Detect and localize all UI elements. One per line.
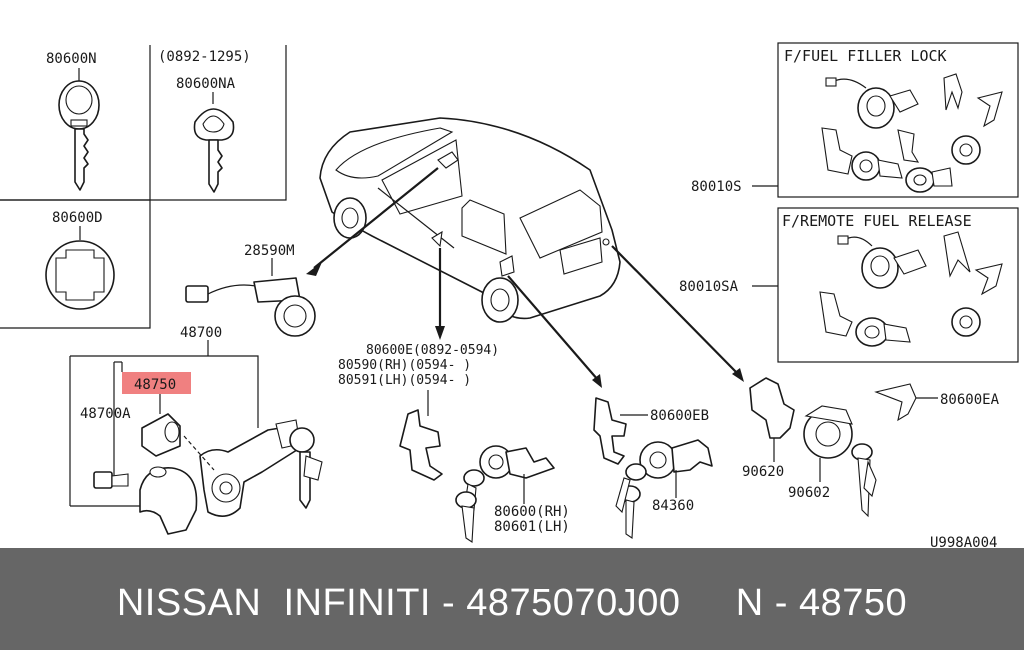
clamp [139, 466, 198, 535]
label-28590M: 28590M [244, 243, 295, 259]
label-80600-RH: 80600(RH) [494, 504, 570, 520]
label-80010SA: 80010SA [679, 279, 739, 295]
trunk-cylinder [803, 405, 877, 518]
rear-lock-group: 80600EA 90620 90602 [742, 377, 1000, 518]
label-48750: 48750 [134, 377, 176, 393]
door-retainer [399, 409, 443, 481]
door-lock-group: 80600E(0892-0594) 80590(RH)(0594- ) 8059… [338, 343, 570, 543]
label-80600NA: 80600NA [176, 76, 236, 92]
panel-fuel-filler-lock: F/FUEL FILLER LOCK [777, 42, 1019, 198]
back-door-group: 80600EB 84360 [593, 397, 713, 539]
label-48700: 48700 [180, 325, 222, 341]
remote-fuel-release-frame [777, 207, 1019, 363]
label-period-0892-1295: (0892-1295) [158, 49, 251, 65]
back-door-retainer [593, 397, 627, 465]
label-80600N: 80600N [46, 51, 97, 67]
fuel-filler-lock-frame [777, 42, 1019, 198]
key-80600N-drawing [58, 68, 100, 191]
label-90620: 90620 [742, 464, 784, 480]
fuel-filler-lock-title: F/FUEL FILLER LOCK [784, 47, 947, 65]
key-boxes: 80600N (0892-1295) 80600NA 80600D [0, 45, 287, 329]
diagram-code: U998A004 [930, 535, 997, 548]
part-number-banner: NISSAN INFINITI - 4875070J00 N - 48750 [0, 548, 1024, 650]
label-90602: 90602 [788, 485, 830, 501]
key-80600NA-drawing [193, 92, 235, 193]
steering-lock-body [183, 419, 301, 517]
label-80591-LH: 80591(LH)(0594- ) [338, 373, 471, 388]
back-door-cylinder [615, 439, 713, 539]
remote-fuel-release-title: F/REMOTE FUEL RELEASE [782, 212, 972, 230]
label-80600EB: 80600EB [650, 408, 709, 424]
label-80600E: 80600E(0892-0594) [366, 343, 499, 358]
label-80010S: 80010S [691, 179, 742, 195]
label-80601-LH: 80601(LH) [494, 519, 570, 535]
lock-cylinder-48750 [141, 413, 181, 457]
part-number-text: NISSAN INFINITI - 4875070J00 N - 48750 [116, 582, 908, 624]
bolt [93, 471, 129, 489]
housing-90620 [749, 377, 795, 439]
blank-80600D-drawing [45, 226, 115, 310]
label-80590-RH: 80590(RH)(0594- ) [338, 358, 471, 373]
callout-arrows [306, 167, 744, 388]
key-box-right-border [150, 45, 287, 201]
door-cylinder [455, 445, 555, 543]
harness-28590M: 28590M [185, 243, 316, 337]
ignition-key [289, 427, 323, 509]
label-48700A: 48700A [80, 406, 131, 422]
panel-remote-fuel-release: F/REMOTE FUEL RELEASE [777, 207, 1019, 363]
highlight-48750 [122, 372, 191, 394]
label-84360: 84360 [652, 498, 694, 514]
ignition-assembly-box: 48700 48750 48700A [69, 325, 323, 535]
label-80600D: 80600D [52, 210, 103, 226]
vehicle-drawing [319, 117, 621, 323]
diagram-canvas: 80600N (0892-1295) 80600NA 80600D [0, 42, 1019, 551]
label-80600EA: 80600EA [940, 392, 1000, 408]
